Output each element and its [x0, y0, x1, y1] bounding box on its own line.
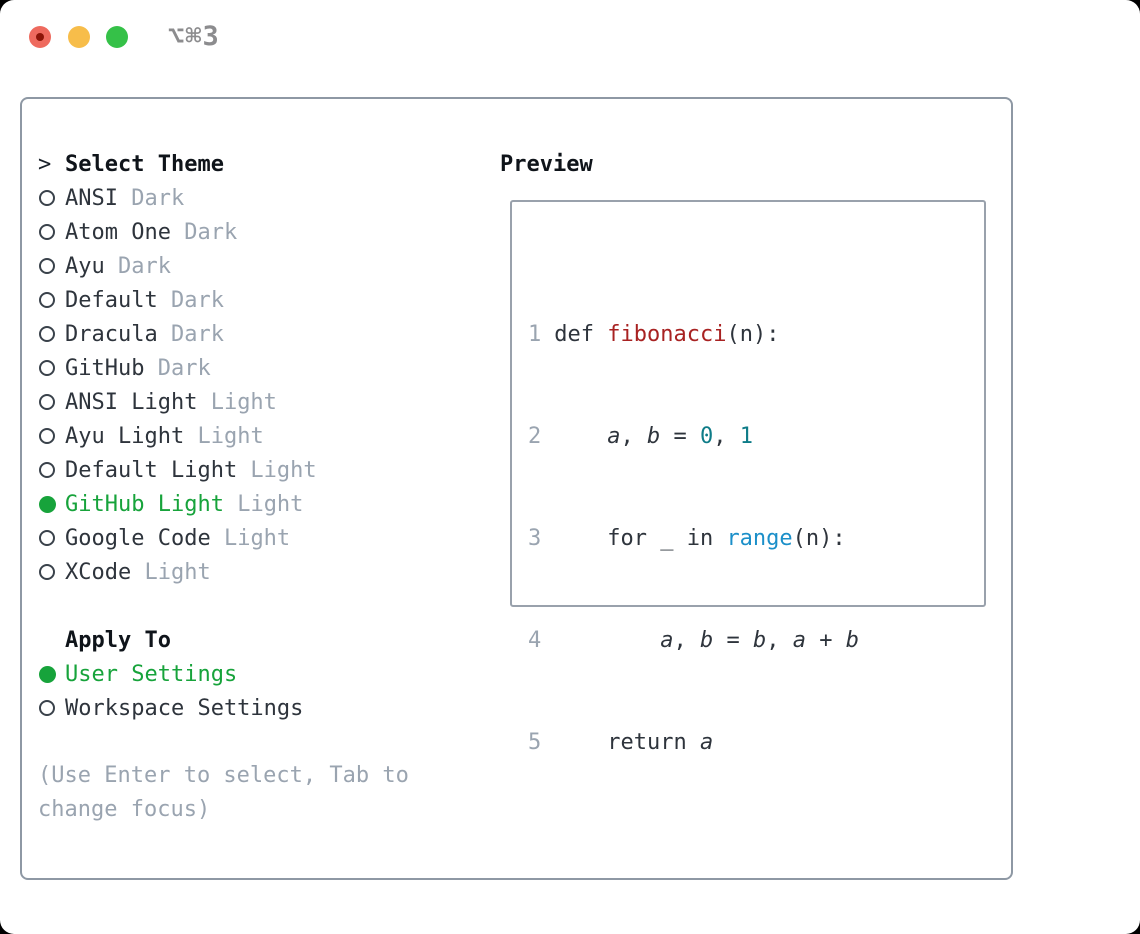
- cursor-icon: >: [38, 151, 52, 177]
- theme-option-default-dark[interactable]: Default Dark: [38, 283, 409, 317]
- radio-icon: [39, 394, 55, 410]
- theme-option-default-light[interactable]: Default Light Light: [38, 453, 409, 487]
- theme-picker-panel: > Select Theme ANSI Dark Atom One Dark A…: [20, 97, 1013, 880]
- radio-icon: [39, 360, 55, 376]
- diff-context-line: 1 This is a context line.: [528, 930, 984, 934]
- code-line: 5 return a: [528, 730, 714, 755]
- radio-icon: [39, 258, 55, 274]
- radio-icon: [39, 530, 55, 546]
- code-line-blank: [528, 828, 984, 862]
- theme-option-github-light[interactable]: GitHub Light Light: [38, 487, 409, 521]
- minimize-button[interactable]: [68, 26, 90, 48]
- radio-icon: [39, 224, 55, 240]
- theme-option-ayu-dark[interactable]: Ayu Dark: [38, 249, 409, 283]
- apply-to-title: Apply To: [65, 627, 171, 653]
- theme-list-title: Select Theme: [65, 151, 224, 177]
- preview-title: Preview: [500, 151, 593, 177]
- radio-selected-icon: [39, 495, 56, 513]
- zoom-button[interactable]: [106, 26, 128, 48]
- apply-option-workspace-settings[interactable]: Workspace Settings: [38, 691, 409, 725]
- theme-list-title-row: > Select Theme: [38, 147, 409, 181]
- theme-option-xcode[interactable]: XCode Light: [38, 555, 409, 589]
- help-text: (Use Enter to select, Tab to change focu…: [38, 763, 409, 822]
- radio-icon: [39, 700, 55, 716]
- radio-icon: [39, 428, 55, 444]
- code-line: 2 a, b = 0, 1: [528, 424, 753, 449]
- radio-icon: [39, 564, 55, 580]
- radio-icon: [39, 462, 55, 478]
- theme-option-ansi-dark[interactable]: ANSI Dark: [38, 181, 409, 215]
- radio-icon: [39, 292, 55, 308]
- apply-to-title-row: Apply To: [38, 623, 409, 657]
- theme-option-atom-one-dark[interactable]: Atom One Dark: [38, 215, 409, 249]
- theme-option-google-code[interactable]: Google Code Light: [38, 521, 409, 555]
- keyboard-shortcut-label: ⌥⌘3: [168, 21, 220, 52]
- radio-selected-icon: [39, 665, 56, 683]
- apply-option-user-settings[interactable]: User Settings: [38, 657, 409, 691]
- theme-option-ansi-light[interactable]: ANSI Light Light: [38, 385, 409, 419]
- close-button[interactable]: [29, 26, 51, 48]
- theme-list: > Select Theme ANSI Dark Atom One Dark A…: [38, 147, 409, 827]
- code-line: 3 for _ in range(n):: [528, 526, 846, 551]
- code-line: 4 a, b = b, a + b: [528, 628, 859, 653]
- radio-icon: [39, 326, 55, 342]
- theme-option-ayu-light[interactable]: Ayu Light Light: [38, 419, 409, 453]
- theme-option-github-dark[interactable]: GitHub Dark: [38, 351, 409, 385]
- radio-icon: [39, 190, 55, 206]
- theme-option-dracula-dark[interactable]: Dracula Dark: [38, 317, 409, 351]
